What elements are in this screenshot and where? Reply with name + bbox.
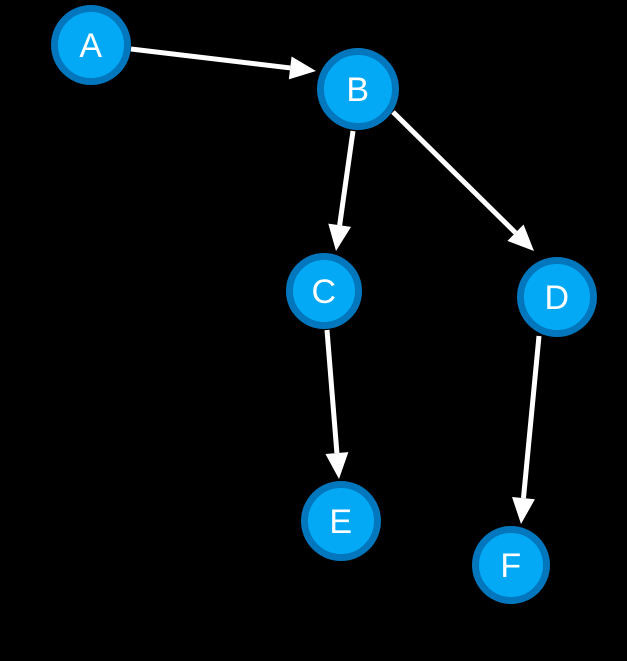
- node-label-d: D: [544, 279, 569, 317]
- arrowhead-a-b: [288, 56, 316, 80]
- edge-layer: [130, 46, 542, 524]
- node-b[interactable]: B: [317, 48, 399, 130]
- edge-b-d: [391, 110, 534, 251]
- node-label-a: A: [79, 27, 102, 65]
- edge-d-f: [512, 335, 542, 524]
- node-d[interactable]: D: [517, 257, 597, 337]
- node-label-f: F: [500, 547, 521, 585]
- node-circle-b[interactable]: [317, 48, 399, 130]
- arrowhead-b-c: [328, 223, 352, 251]
- node-circle-c[interactable]: [286, 253, 362, 329]
- edge-b-c: [328, 130, 356, 251]
- arrowhead-d-f: [512, 497, 535, 524]
- node-label-b: B: [346, 71, 369, 109]
- node-circle-a[interactable]: [51, 5, 131, 85]
- node-circle-d[interactable]: [517, 257, 597, 337]
- node-layer: A B C D E F: [51, 5, 597, 604]
- arrowhead-c-e: [325, 452, 349, 479]
- node-f[interactable]: F: [472, 526, 550, 604]
- node-e[interactable]: E: [301, 481, 381, 561]
- node-c[interactable]: C: [286, 253, 362, 329]
- node-a[interactable]: A: [51, 5, 131, 85]
- node-circle-e[interactable]: [301, 481, 381, 561]
- arrowhead-b-d: [507, 224, 534, 251]
- edge-a-b: [130, 46, 316, 80]
- node-label-c: C: [311, 273, 336, 311]
- edge-c-e: [324, 329, 349, 479]
- node-label-e: E: [329, 503, 352, 541]
- node-circle-f[interactable]: [472, 526, 550, 604]
